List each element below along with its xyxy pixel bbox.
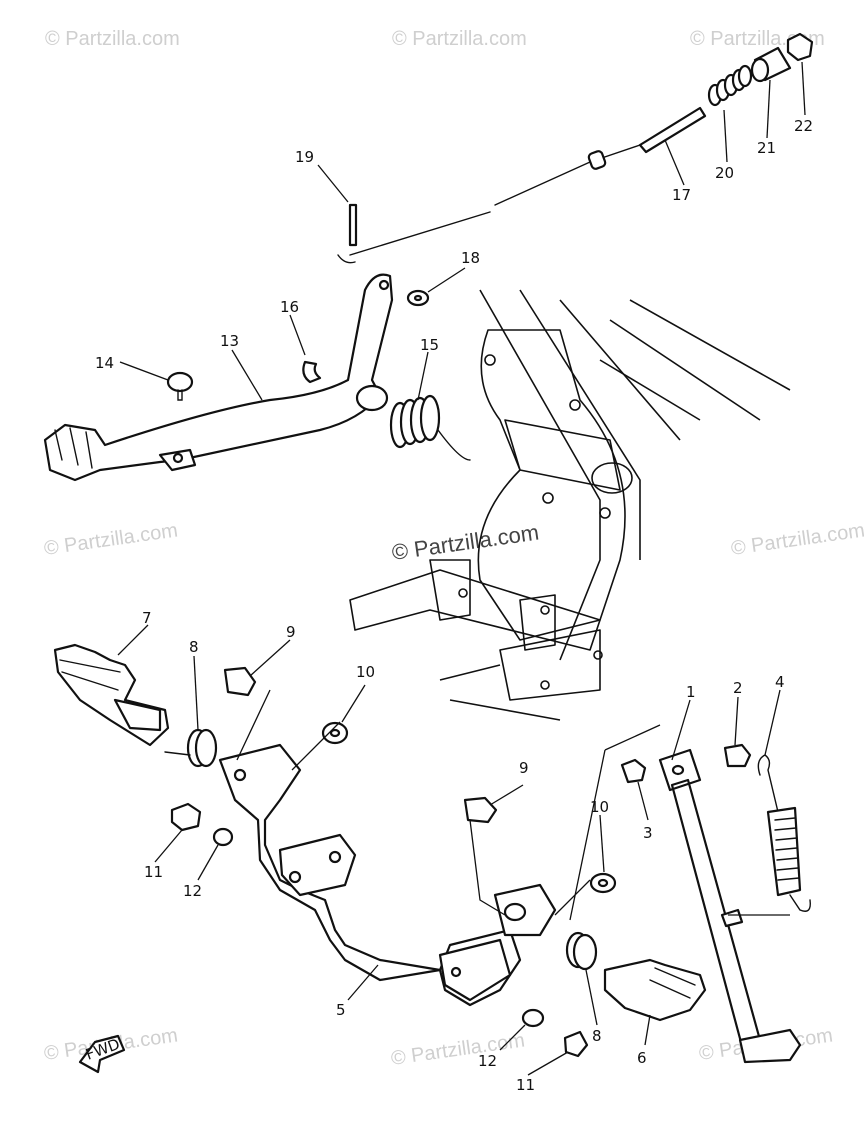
pin-9-left bbox=[223, 666, 257, 697]
pin-9-right bbox=[463, 796, 498, 824]
footrest-6 bbox=[603, 958, 707, 1022]
bolt-11-left bbox=[170, 802, 202, 832]
callout-3: 3 bbox=[643, 824, 653, 842]
spring-8-left bbox=[164, 728, 218, 768]
callout-22: 22 bbox=[794, 117, 813, 135]
adjuster-bolt-14 bbox=[166, 371, 194, 393]
callout-10-left: 10 bbox=[356, 663, 375, 681]
callout-11-right: 11 bbox=[516, 1076, 535, 1094]
watermark-top-left: © Partzilla.com bbox=[45, 28, 180, 50]
watermark-layer: © Partzilla.com © Partzilla.com © Partzi… bbox=[43, 28, 864, 1070]
callout-18: 18 bbox=[461, 249, 480, 267]
callout-13: 13 bbox=[220, 332, 239, 350]
callout-6: 6 bbox=[637, 1049, 647, 1067]
watermark-center: © Partzilla.com bbox=[390, 520, 540, 565]
callout-labels: 1 2 3 4 5 6 7 8 8 9 9 10 10 11 11 12 12 … bbox=[95, 117, 813, 1094]
spring-4 bbox=[757, 754, 811, 912]
cotter-pin-19 bbox=[348, 203, 358, 247]
watermark-mid-right: © Partzilla.com bbox=[730, 519, 864, 560]
brake-assembly bbox=[43, 32, 814, 482]
frame-section bbox=[349, 289, 791, 721]
nut-22 bbox=[786, 32, 814, 62]
callout-11-left: 11 bbox=[144, 863, 163, 881]
spring-20 bbox=[707, 64, 753, 107]
washer-12-right bbox=[521, 1008, 545, 1028]
callout-19: 19 bbox=[295, 148, 314, 166]
watermark-top-center: © Partzilla.com bbox=[392, 28, 527, 50]
return-spring-15 bbox=[389, 394, 471, 461]
watermark-mid-left: © Partzilla.com bbox=[43, 519, 180, 560]
bolt-2 bbox=[723, 743, 752, 768]
bolt-11-right bbox=[563, 1030, 589, 1058]
callout-2: 2 bbox=[733, 679, 743, 697]
callout-8-left: 8 bbox=[189, 638, 199, 656]
callout-14: 14 bbox=[95, 354, 114, 372]
washer-12-left bbox=[212, 827, 234, 847]
callout-8-right: 8 bbox=[592, 1027, 602, 1045]
callout-12-left: 12 bbox=[183, 882, 202, 900]
callout-15: 15 bbox=[420, 336, 439, 354]
callout-10-right: 10 bbox=[590, 798, 609, 816]
callout-21: 21 bbox=[757, 139, 776, 157]
callout-9-left: 9 bbox=[286, 623, 296, 641]
callout-7: 7 bbox=[142, 609, 152, 627]
callout-9-right: 9 bbox=[519, 759, 529, 777]
watermark-bottom-center: © Partzilla.com bbox=[390, 1029, 527, 1070]
clip-16 bbox=[302, 360, 322, 384]
footrest-assembly: FWD bbox=[53, 643, 811, 1074]
callout-12-right: 12 bbox=[478, 1052, 497, 1070]
brake-pedal-13 bbox=[43, 273, 394, 482]
callout-20: 20 bbox=[715, 164, 734, 182]
nut-3 bbox=[620, 758, 647, 784]
callout-4: 4 bbox=[775, 673, 785, 691]
callout-1: 1 bbox=[686, 683, 696, 701]
callout-5: 5 bbox=[336, 1001, 346, 1019]
spring-8-right bbox=[565, 931, 598, 971]
callout-17: 17 bbox=[672, 186, 691, 204]
cable-threaded-end bbox=[638, 106, 707, 154]
callout-16: 16 bbox=[280, 298, 299, 316]
brake-cable bbox=[349, 111, 701, 256]
leader-lines bbox=[117, 61, 806, 1076]
